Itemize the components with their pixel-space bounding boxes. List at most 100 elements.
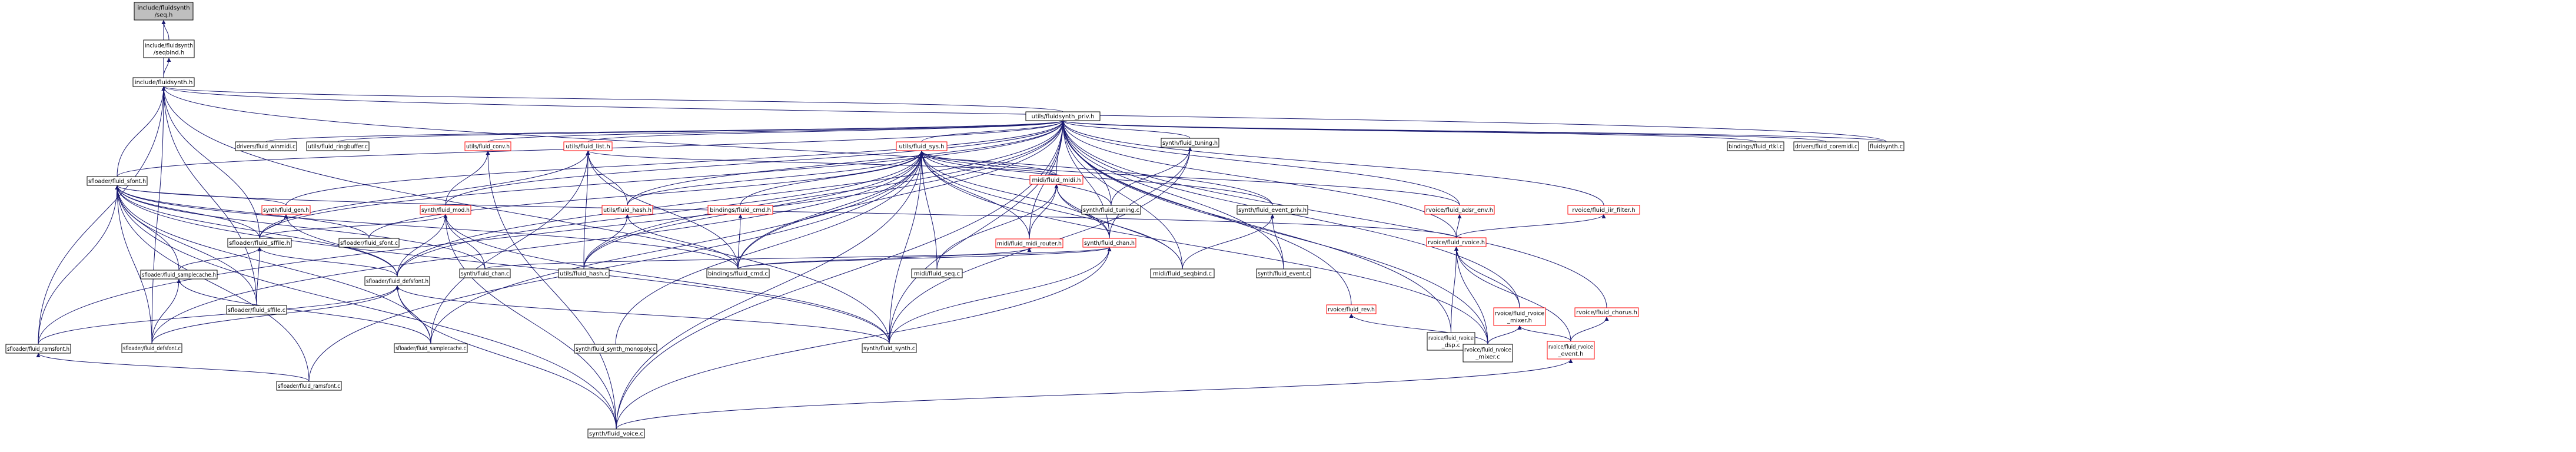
edge-sfont_c-to-sfont_h	[115, 185, 370, 239]
edge-samplecache_c-to-samplecache_h	[177, 278, 431, 344]
node-box	[574, 344, 657, 354]
node-mixer_h[interactable]: rvoice/fluid_rvoice_mixer.h	[1493, 307, 1546, 326]
edge-sffile_h-to-mod	[259, 214, 448, 239]
node-sfont_c[interactable]: sfloader/fluid_sfont.c	[338, 238, 400, 248]
node-synth_c[interactable]: synth/fluid_synth.c	[862, 343, 917, 353]
node-box	[1493, 307, 1546, 326]
edge-defsfont_h-to-sfont_h	[115, 185, 398, 277]
edge-priv-to-fluidsynth_h	[162, 86, 1063, 112]
edge-ramsfont_c-to-sfont_h	[115, 185, 310, 382]
edge-chan_h-to-tuning_h	[1109, 147, 1192, 239]
edge-ramsfont_h-to-defsfont_h	[38, 285, 400, 345]
node-fluidsynth_c[interactable]: fluidsynth.c	[1868, 141, 1904, 151]
node-chorus[interactable]: rvoice/fluid_chorus.h	[1574, 307, 1639, 317]
node-mixer_c[interactable]: rvoice/fluid_rvoice_mixer.c	[1462, 344, 1513, 363]
node-sffile_c[interactable]: sfloader/fluid_sffile.c	[226, 305, 287, 315]
edge-mixer_c-to-sys	[919, 150, 1488, 345]
node-label: rvoice/fluid_rev.h	[1328, 307, 1375, 313]
node-hash_c[interactable]: utils/fluid_hash.c	[558, 268, 610, 278]
node-cmd_h[interactable]: bindings/fluid_cmd.h	[707, 205, 773, 215]
edge-defsfont_h-to-sys	[397, 150, 924, 277]
node-seq[interactable]: include/fluidsynth/seq.h	[134, 2, 194, 21]
node-voice_c[interactable]: synth/fluid_voice.c	[587, 428, 645, 438]
node-box	[995, 238, 1063, 248]
node-fluidsynth_h[interactable]: include/fluidsynth.h	[132, 77, 195, 87]
node-midi_h[interactable]: midi/fluid_midi.h	[1029, 175, 1083, 185]
node-sffile_h[interactable]: sfloader/fluid_sffile.h	[227, 238, 292, 248]
node-label: synth/fluid_chan.c	[461, 271, 509, 277]
node-label: utils/fluidsynth_priv.h	[1032, 114, 1095, 120]
node-ringbuffer[interactable]: utils/fluid_ringbuffer.c	[306, 141, 370, 151]
node-mod[interactable]: synth/fluid_mod.h	[420, 205, 471, 215]
node-event_c[interactable]: synth/fluid_event.c	[1256, 268, 1311, 278]
node-monopoly[interactable]: synth/fluid_synth_monopoly.c	[574, 344, 657, 354]
node-box	[306, 141, 370, 151]
node-rlhf[interactable]: bindings/fluid_rtkl.c	[1727, 141, 1784, 151]
edge-fluidsynth_c-to-priv	[1061, 120, 1887, 142]
edge-tuning_c-to-sys	[919, 150, 1112, 206]
edge-winmidi-to-priv	[265, 120, 1065, 142]
node-event_h[interactable]: rvoice/fluid_rvoice_event.h	[1547, 341, 1595, 360]
edge-voice_c-to-mod	[443, 214, 617, 430]
edge-sffile_c-to-sfont_h	[115, 185, 257, 306]
node-conv[interactable]: utils/fluid_conv.h	[464, 141, 511, 151]
edge-sffile_h-to-list	[259, 150, 590, 239]
node-box	[338, 238, 400, 248]
node-label: fluidsynth.c	[1870, 144, 1903, 150]
node-tuning_c[interactable]: synth/fluid_tuning.c	[1081, 205, 1141, 215]
node-winmidi[interactable]: drivers/fluid_winmidi.c	[235, 141, 297, 151]
edge-tuning_c-to-tuning_h	[1111, 147, 1192, 206]
node-gen[interactable]: synth/fluid_gen.h	[261, 205, 311, 215]
node-chan_h[interactable]: synth/fluid_chan.h	[1082, 238, 1136, 248]
node-label: utils/fluid_sys.h	[899, 144, 944, 150]
node-defsfont_c[interactable]: sfloader/fluid_defsfont.c	[121, 343, 182, 353]
node-adsr[interactable]: rvoice/fluid_adsr_env.h	[1424, 205, 1495, 215]
edge-chan_h-to-sys	[919, 150, 1110, 239]
node-box	[1256, 268, 1311, 278]
node-label: sfloader/fluid_samplecache.c	[395, 345, 466, 352]
node-router[interactable]: midi/fluid_midi_router.h	[995, 238, 1063, 248]
edge-sffile_h-to-sfont_h	[115, 185, 260, 239]
node-ramsfont_c[interactable]: sfloader/fluid_ramsfont.c	[276, 381, 342, 391]
node-coremidi[interactable]: drivers/fluid_coremidi.c	[1793, 141, 1859, 151]
edge-defsfont_c-to-samplecache_h	[151, 278, 181, 344]
node-label: sfloader/fluid_sfont.c	[340, 240, 398, 247]
node-chan_c[interactable]: synth/fluid_chan.c	[459, 268, 511, 278]
node-rvoice_dsp[interactable]: rvoice/fluid_rvoice_dsp.c	[1427, 332, 1475, 351]
node-label: utils/fluid_ringbuffer.c	[308, 144, 368, 150]
node-hash_h[interactable]: utils/fluid_hash.h	[601, 205, 653, 215]
node-ramsfont_h[interactable]: sfloader/fluid_ramsfont.h	[5, 344, 71, 354]
edge-cmd_c-to-cmd_h	[737, 214, 743, 270]
node-tuning_h[interactable]: synth/fluid_tuning.h	[1161, 138, 1219, 148]
node-label: utils/fluid_list.h	[566, 144, 610, 150]
node-box	[1150, 268, 1215, 278]
edge-event_priv-to-fluidsynth_h	[161, 86, 1273, 206]
node-label: include/fluidsynth	[137, 5, 190, 12]
node-seq_c[interactable]: midi/fluid_seq.c	[911, 268, 963, 278]
node-cmd_c[interactable]: bindings/fluid_cmd.c	[706, 268, 770, 278]
node-rev[interactable]: rvoice/fluid_rev.h	[1326, 304, 1377, 314]
node-priv[interactable]: utils/fluidsynth_priv.h	[1025, 111, 1101, 121]
edge-iir-to-priv	[1061, 120, 1604, 206]
edge-cmd_c-to-sys	[737, 150, 924, 270]
node-samplecache_c[interactable]: sfloader/fluid_samplecache.c	[394, 343, 468, 353]
node-rvoice_h[interactable]: rvoice/fluid_rvoice.h	[1426, 237, 1487, 247]
node-iir[interactable]: rvoice/fluid_iir_filter.h	[1567, 205, 1640, 215]
edge-rvoice_h-to-adsr	[1456, 214, 1462, 238]
node-label: bindings/fluid_rtkl.c	[1729, 144, 1783, 150]
edge-conv-to-priv	[487, 120, 1065, 142]
edge-voice_c-to-conv	[486, 150, 617, 430]
edge-seq_c-to-sys	[919, 150, 938, 270]
edge-ramsfont_c-to-sys	[308, 150, 924, 382]
node-samplecache_h[interactable]: sfloader/fluid_samplecache.h	[140, 270, 218, 280]
node-defsfont_h[interactable]: sfloader/fluid_defsfont.h	[364, 276, 430, 286]
node-list[interactable]: utils/fluid_list.h	[563, 141, 613, 151]
node-seqbind[interactable]: include/fluidsynth/seqbind.h	[143, 39, 195, 58]
node-label: synth/fluid_tuning.h	[1162, 140, 1218, 147]
node-sys[interactable]: utils/fluid_sys.h	[896, 141, 948, 151]
node-label: rvoice/fluid_adsr_env.h	[1426, 207, 1493, 214]
node-seqbind_c[interactable]: midi/fluid_seqbind.c	[1150, 268, 1215, 278]
node-event_priv[interactable]: synth/fluid_event_priv.h	[1237, 205, 1308, 215]
node-sfont_h[interactable]: sfloader/fluid_sfont.h	[87, 176, 148, 186]
